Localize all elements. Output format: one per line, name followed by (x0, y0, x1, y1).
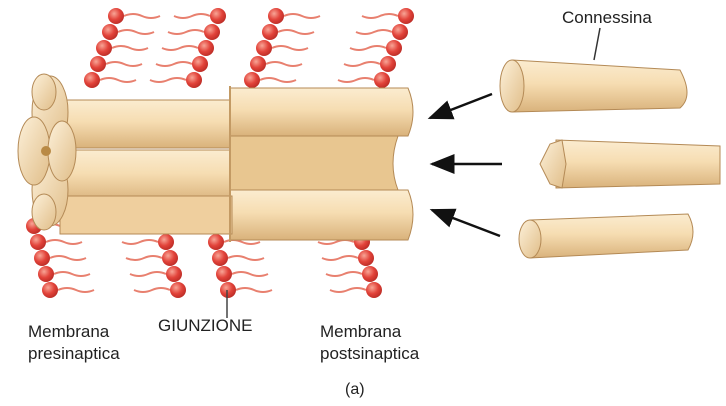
connexin-label: Connessina (562, 8, 652, 28)
lipid-head (358, 250, 374, 266)
presynaptic-membrane-label-line1: Membrana (28, 322, 109, 342)
lipid-tail (362, 14, 398, 18)
junction-label: GIUNZIONE (158, 316, 252, 336)
lipid-head (256, 40, 272, 56)
lipid-head (220, 282, 236, 298)
lipid-head (42, 282, 58, 298)
lipid-tail (156, 62, 192, 66)
lipid-tail (100, 78, 136, 82)
lipid-head (204, 24, 220, 40)
lipid-head (392, 24, 408, 40)
lipid-tail (122, 240, 158, 244)
lipid-head (250, 56, 266, 72)
lipid-tail (344, 62, 380, 66)
lipid-tail (50, 256, 86, 260)
lipid-head (386, 40, 402, 56)
lipid-head (90, 56, 106, 72)
pre-hemichannel-bottom-cylinder (60, 150, 230, 202)
lipid-tail (326, 272, 362, 276)
lipid-head (374, 72, 390, 88)
lipid-head (244, 72, 260, 88)
lipid-tail (278, 30, 314, 34)
lipid-tail (46, 240, 82, 244)
lipid-tail (338, 78, 374, 82)
lipid-tail (134, 288, 170, 292)
lipid-tail (58, 288, 94, 292)
lipid-tail (174, 14, 210, 18)
lipid-head (212, 250, 228, 266)
lipid-tail (272, 46, 308, 50)
postsynaptic-membrane-label-line2: postsinaptica (320, 344, 419, 364)
lipid-head (208, 234, 224, 250)
arrow-top (430, 94, 492, 118)
lipid-tail (322, 256, 358, 260)
lipid-head (96, 40, 112, 56)
connexin-leader-line (594, 28, 600, 60)
lipid-head (380, 56, 396, 72)
lipid-head (108, 8, 124, 24)
lipid-tail (232, 272, 268, 276)
lipid-head (398, 8, 414, 24)
lipid-tail (266, 62, 302, 66)
lipid-head (268, 8, 284, 24)
lipid-tail (168, 30, 204, 34)
connexon-channel (18, 74, 413, 242)
lipid-tail (118, 30, 154, 34)
panel-label: (a) (345, 380, 365, 400)
lipid-head (216, 266, 232, 282)
post-hemichannel-top-cylinder (230, 88, 413, 136)
postsynaptic-membrane-label-line1: Membrana (320, 322, 401, 342)
lipid-tail (126, 256, 162, 260)
lipid-head (262, 24, 278, 40)
lipid-head (102, 24, 118, 40)
lipid-head (192, 56, 208, 72)
presynaptic-membrane-label-line2: presinaptica (28, 344, 120, 364)
lipid-tail (330, 288, 366, 292)
connexin-subunit-3 (519, 214, 693, 258)
connexin-subunit-2 (540, 140, 720, 188)
arrow-bottom (432, 210, 500, 236)
lipid-tail (112, 46, 148, 50)
lipid-tail (228, 256, 264, 260)
lipid-head (170, 282, 186, 298)
lipid-head (34, 250, 50, 266)
pre-hemichannel-lower-cylinder (60, 196, 232, 234)
lipid-tail (106, 62, 142, 66)
lipid-tail (356, 30, 392, 34)
lipid-tail (124, 14, 160, 18)
lipid-head (38, 266, 54, 282)
lipid-tail (150, 78, 186, 82)
lipid-head (162, 250, 178, 266)
post-hemichannel-bottom-cylinder (230, 190, 413, 240)
lipid-tail (130, 272, 166, 276)
lipid-head (366, 282, 382, 298)
lipid-head (210, 8, 226, 24)
lipid-tail (54, 272, 90, 276)
lipid-head (30, 234, 46, 250)
lipid-tail (162, 46, 198, 50)
lipid-head (186, 72, 202, 88)
post-hemichannel-middle-cylinder (230, 136, 398, 190)
lipid-head (198, 40, 214, 56)
lipid-tail (260, 78, 296, 82)
lipid-head (84, 72, 100, 88)
lipid-tail (284, 14, 320, 18)
lipid-head (158, 234, 174, 250)
pre-hemichannel-top-cylinder (60, 100, 230, 148)
lipid-head (362, 266, 378, 282)
lipid-tail (350, 46, 386, 50)
lipid-head (166, 266, 182, 282)
lipid-tail (236, 288, 272, 292)
lipid-tail (318, 240, 354, 244)
connexin-subunit-1 (500, 60, 687, 112)
